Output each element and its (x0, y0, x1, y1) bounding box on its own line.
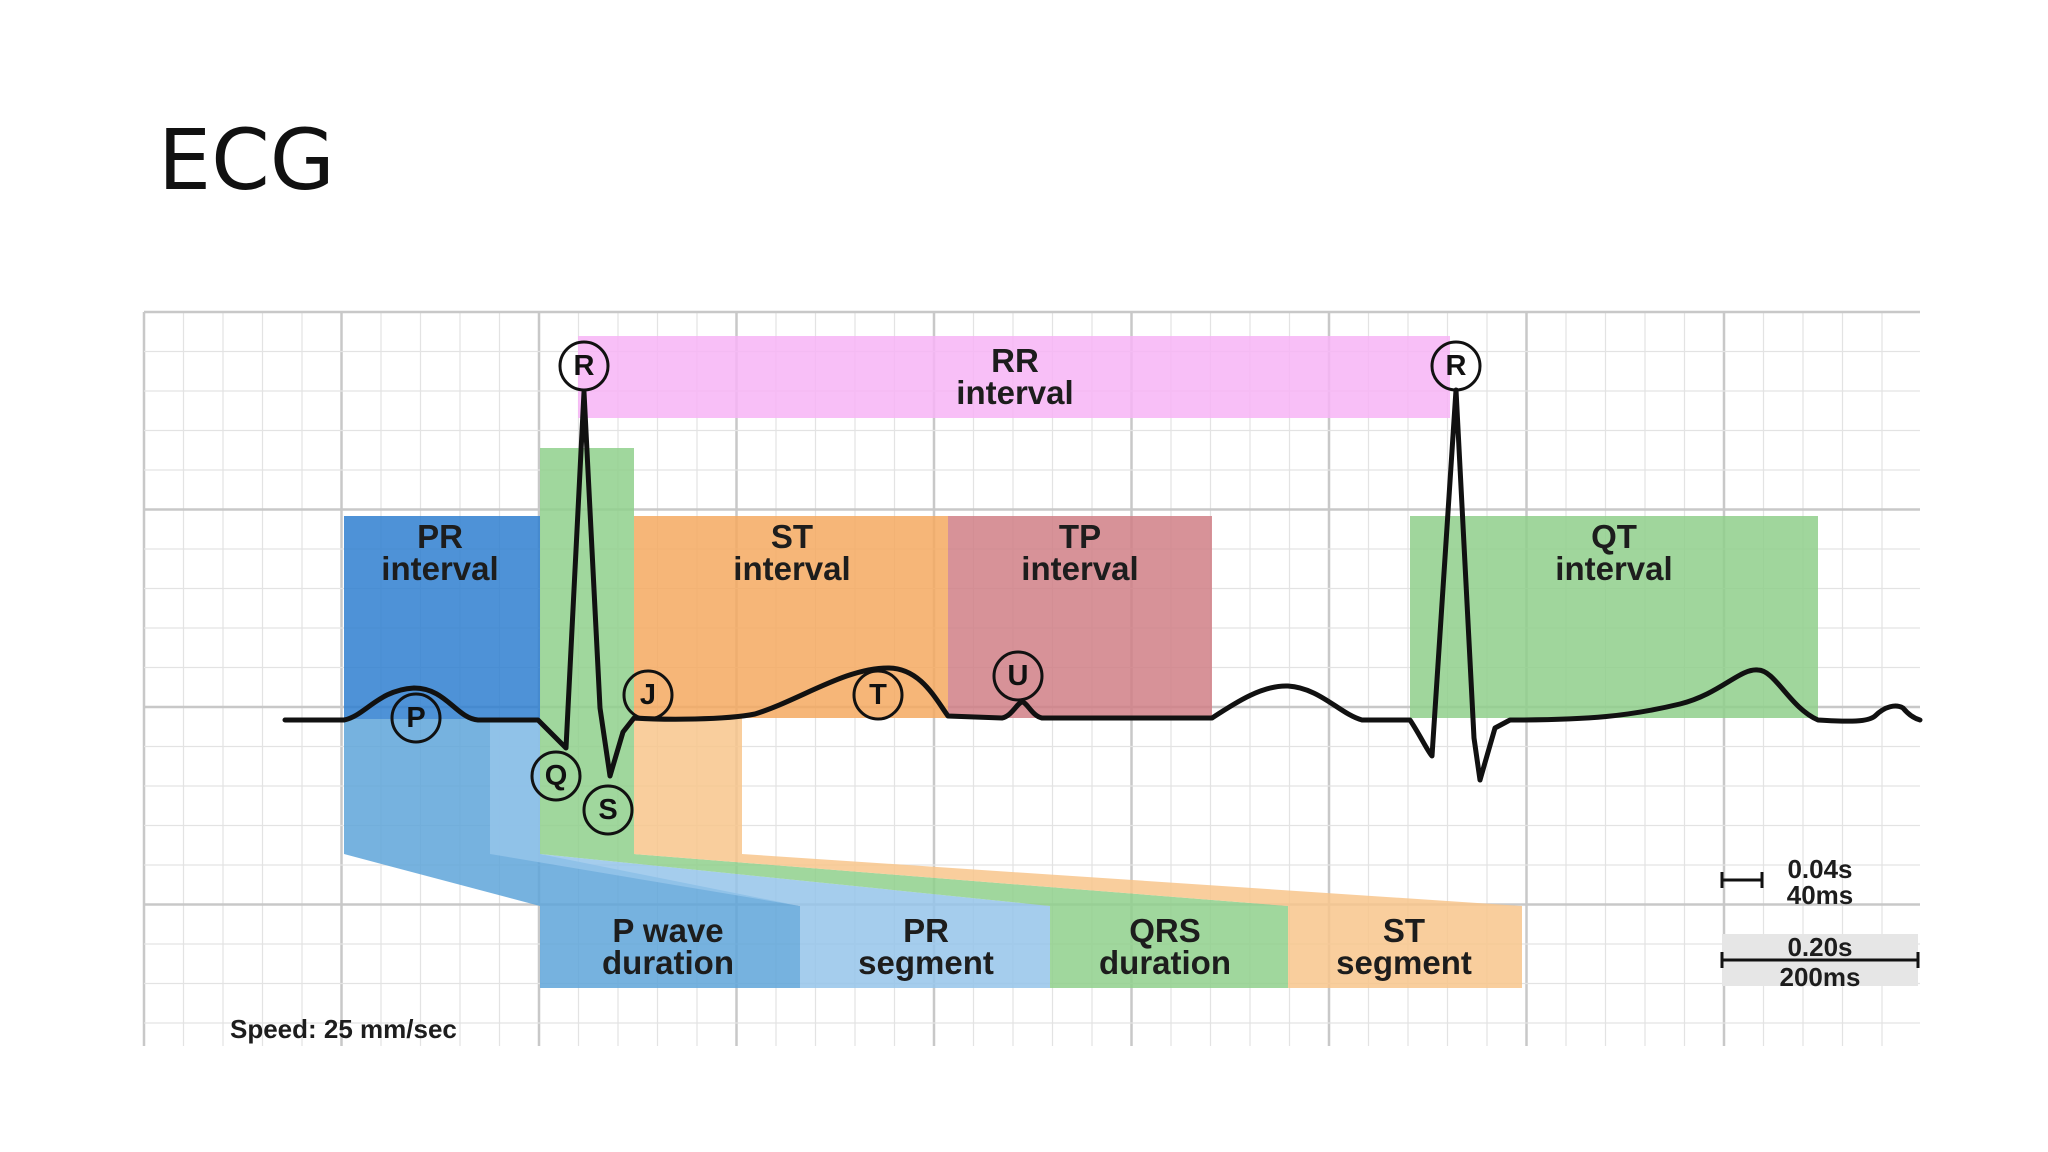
speed-label: Speed: 25 mm/sec (230, 1014, 457, 1044)
st-segment-funnel (634, 854, 1522, 906)
st-segment-label-1: ST (1383, 912, 1425, 949)
rr-interval-label-1: RR (991, 342, 1039, 379)
scale-large: 0.20s 200ms (1720, 932, 1920, 992)
t-wave-marker: T (852, 669, 904, 721)
j-label: J (640, 679, 656, 711)
r-label: R (574, 350, 595, 382)
st-interval-band (634, 516, 948, 718)
st-segment-box (1288, 906, 1522, 988)
q-label: Q (545, 760, 568, 792)
wave-markers: R R P Q S J T U (390, 340, 1482, 836)
s-label: S (598, 794, 617, 826)
p-label: P (406, 702, 425, 734)
r2-peak-marker: R (1430, 340, 1482, 392)
q-wave-marker: Q (530, 750, 582, 802)
pr-segment-funnel (490, 854, 1050, 906)
pr-segment-lower-band (490, 719, 540, 854)
qrs-duration-label-2: duration (1099, 944, 1231, 981)
scale-large-seconds: 0.20s (1787, 932, 1852, 962)
p-wave-duration-label-1: P wave (612, 912, 723, 949)
qt-interval-label-2: interval (1555, 550, 1672, 587)
p-wave-duration-label-2: duration (602, 944, 734, 981)
u-wave-marker: U (992, 650, 1044, 702)
st-interval-label-1: ST (771, 518, 813, 555)
st-segment-lower-band (634, 718, 742, 854)
tp-interval-label-1: TP (1059, 518, 1101, 555)
interval-labels: RR interval PR interval ST interval TP i… (381, 342, 1672, 587)
qrs-duration-box (1050, 906, 1288, 988)
rr-interval-band (578, 336, 1450, 418)
j-point-marker: J (622, 669, 674, 721)
pr-interval-label-2: interval (381, 550, 498, 587)
slide-title: ECG (158, 111, 335, 209)
pr-segment-label-1: PR (903, 912, 949, 949)
pr-interval-label-1: PR (417, 518, 463, 555)
scale-small-seconds: 0.04s (1787, 854, 1852, 884)
r2-label: R (1446, 350, 1467, 382)
pr-segment-label-2: segment (858, 944, 994, 981)
u-label: U (1008, 660, 1029, 692)
pr-interval-band (344, 516, 540, 719)
qt-interval-label-1: QT (1591, 518, 1637, 555)
qt-interval-band (1410, 516, 1818, 718)
tp-interval-label-2: interval (1021, 550, 1138, 587)
scale-small-ms: 40ms (1787, 880, 1854, 910)
s-wave-marker: S (582, 784, 634, 836)
qrs-duration-label-1: QRS (1129, 912, 1201, 949)
r-peak-marker: R (558, 340, 610, 392)
p-wave-marker: P (390, 692, 442, 744)
t-label: T (869, 679, 887, 711)
tp-interval-band (948, 516, 1212, 718)
segment-labels: P wave duration PR segment QRS duration … (602, 912, 1472, 981)
region-bands (344, 336, 1918, 988)
scale-large-ms: 200ms (1780, 962, 1861, 992)
st-interval-label-2: interval (733, 550, 850, 587)
rr-interval-label-2: interval (956, 374, 1073, 411)
scale-small: 0.04s 40ms (1720, 854, 1854, 910)
qrs-duration-upper-band (540, 448, 634, 854)
p-wave-funnel (344, 854, 800, 906)
st-segment-label-2: segment (1336, 944, 1472, 981)
pr-segment-box (800, 906, 1050, 988)
qrs-duration-funnel (540, 854, 1288, 906)
p-wave-duration-box (540, 906, 800, 988)
